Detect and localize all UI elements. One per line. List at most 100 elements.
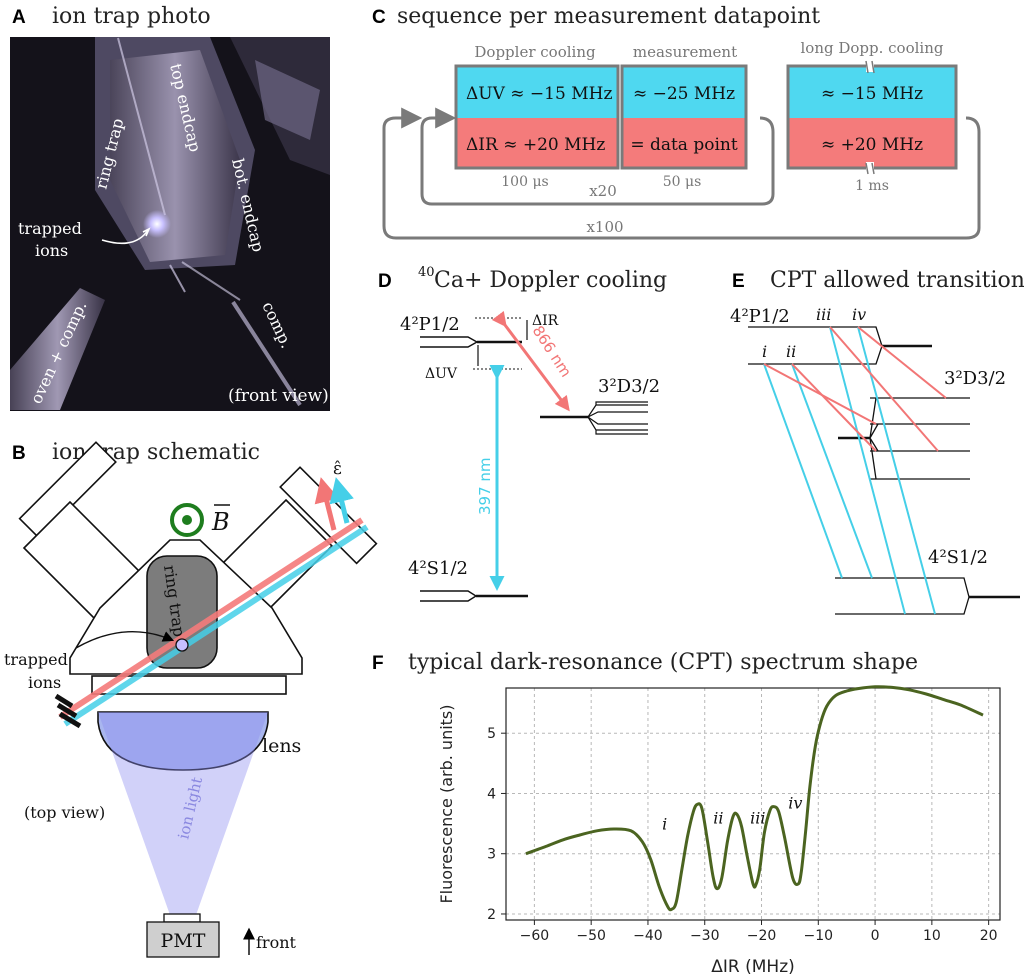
marker-iv-e: iv: [852, 305, 866, 324]
x-tick-label: 10: [923, 928, 941, 944]
uv-measure-text: ≈ −25 MHz: [633, 84, 735, 104]
d-level-label-e: 3²D3/2: [944, 368, 1006, 389]
s-level-split: [420, 590, 478, 602]
ions-pointer-b: [75, 631, 175, 649]
top-view-label: (top view): [24, 803, 105, 822]
b-field-label: B: [211, 508, 230, 536]
trap-base: [91, 675, 287, 695]
ions-pointer-arrow: [101, 229, 149, 245]
panel-e-label: E: [732, 271, 745, 292]
panel-d-title: Ca+ Doppler cooling: [434, 268, 667, 293]
p-level-label-d: 4²P1/2: [400, 314, 460, 335]
p-sublevels-e: [748, 326, 883, 365]
ir-long-text: ≈ +20 MHz: [821, 135, 923, 155]
trapped-ion: [175, 638, 189, 652]
ions-label: ions: [35, 241, 68, 260]
ir-laser-beam: [58, 517, 364, 720]
panel-a-label: A: [12, 7, 26, 28]
resonance-marker: iv: [788, 794, 802, 813]
doppler-header: Doppler cooling: [474, 43, 596, 61]
panel-d-title-isotope: 40: [418, 265, 435, 280]
uv-doppler-cell: [456, 66, 618, 118]
s-level-label-d: 4²S1/2: [408, 558, 468, 579]
uv-detuning-label: ΔUV: [425, 366, 458, 382]
doppler-duration: 100 μs: [501, 174, 548, 190]
ions-label-b: ions: [28, 673, 61, 692]
uv-doppler-text: ΔUV ≈ −15 MHz: [466, 84, 612, 104]
x-tick-label: −30: [690, 928, 720, 944]
panel-e: E CPT allowed transitions 4²P1/2 3²D3/2 …: [730, 268, 1024, 615]
marker-i-e: i: [762, 342, 767, 361]
ir-wavelength: 866 nm: [529, 322, 575, 380]
x-tick-label: −60: [520, 928, 550, 944]
y-axis-label: Fluorescence (arb. units): [437, 704, 456, 903]
panel-d-label: D: [378, 271, 392, 292]
measurement-header: measurement: [633, 43, 737, 61]
uv-wavelength: 397 nm: [476, 457, 494, 515]
y-tick-label: 3: [487, 847, 496, 863]
b-field-symbol: [170, 503, 204, 537]
beam-dump: [54, 693, 82, 729]
resonance-marker: i: [662, 815, 667, 834]
resonance-marker: iii: [750, 809, 765, 828]
inner-loop-count: x20: [589, 182, 617, 200]
resonance-marker: ii: [713, 809, 723, 828]
panel-f-label: F: [372, 653, 384, 674]
uv-transitions-e: [763, 326, 936, 615]
y-tick-label: 4: [487, 786, 496, 802]
d-level-label-d: 3²D3/2: [598, 376, 660, 397]
ir-measure-cell: [622, 118, 746, 168]
trapped-ions-glow: [143, 210, 171, 238]
panel-b-label: B: [12, 443, 26, 464]
uv-polarization-arrow: [329, 477, 354, 524]
panel-a: A ion trap photo top endcap ring trap bo…: [10, 4, 330, 411]
ir-measure-text: = data point: [630, 135, 738, 155]
marker-ii-e: ii: [786, 342, 796, 361]
ir-doppler-text: ΔIR ≈ +20 MHz: [466, 135, 605, 155]
panel-c-title: sequence per measurement datapoint: [397, 4, 820, 29]
plot-frame: [505, 687, 1001, 921]
front-label: front: [256, 933, 297, 952]
pmt-label: PMT: [161, 930, 206, 952]
measurement-duration: 50 μs: [663, 174, 702, 190]
ir-doppler-cell: [456, 118, 618, 168]
outer-loop: [382, 107, 981, 240]
outer-loop-count: x100: [586, 218, 623, 236]
lens-shape: [97, 711, 269, 771]
ir-long-cell: [788, 118, 956, 168]
panel-e-title: CPT allowed transitions: [770, 268, 1024, 293]
pmt-aperture: [163, 913, 201, 923]
panel-b: B ion trap schematic ε̂: [4, 440, 378, 958]
s-level-label-e: 4²S1/2: [928, 547, 988, 568]
d-sublevels-e: [870, 397, 970, 480]
x-tick-label: −20: [747, 928, 777, 944]
y-tick-label: 2: [487, 907, 496, 923]
x-tick-label: −10: [804, 928, 834, 944]
p-level-split: [420, 336, 479, 348]
long-header: long Dopp. cooling: [801, 39, 944, 57]
pmt-box: [146, 921, 220, 958]
panel-c-label: C: [372, 7, 386, 28]
uv-laser-beam: [63, 524, 369, 727]
x-tick-label: −40: [633, 928, 663, 944]
panel-f: F typical dark-resonance (CPT) spectrum …: [372, 650, 1001, 977]
p-level-label-e: 4²P1/2: [730, 306, 790, 327]
ir-transitions-e: [763, 326, 947, 452]
uv-long-cell: [788, 66, 956, 118]
ion-light-cone: [98, 712, 268, 915]
marker-iii-e: iii: [816, 305, 831, 324]
panel-a-title: ion trap photo: [52, 4, 211, 29]
uv-long-text: ≈ −15 MHz: [821, 84, 923, 104]
x-tick-label: 20: [980, 928, 998, 944]
ion-trap-photo: [10, 37, 330, 411]
x-tick-label: −50: [576, 928, 606, 944]
x-tick-label: 0: [871, 928, 880, 944]
polarization-label: ε̂: [333, 459, 342, 479]
panel-d: D 40 Ca+ Doppler cooling 4²P1/2 3²D3/2 4…: [378, 265, 667, 602]
y-tick-label: 5: [487, 726, 496, 742]
lens-label: lens: [262, 735, 301, 757]
ir-polarization-arrow: [314, 477, 339, 531]
d-sublevels: [587, 401, 648, 435]
inner-loop: [420, 107, 775, 206]
